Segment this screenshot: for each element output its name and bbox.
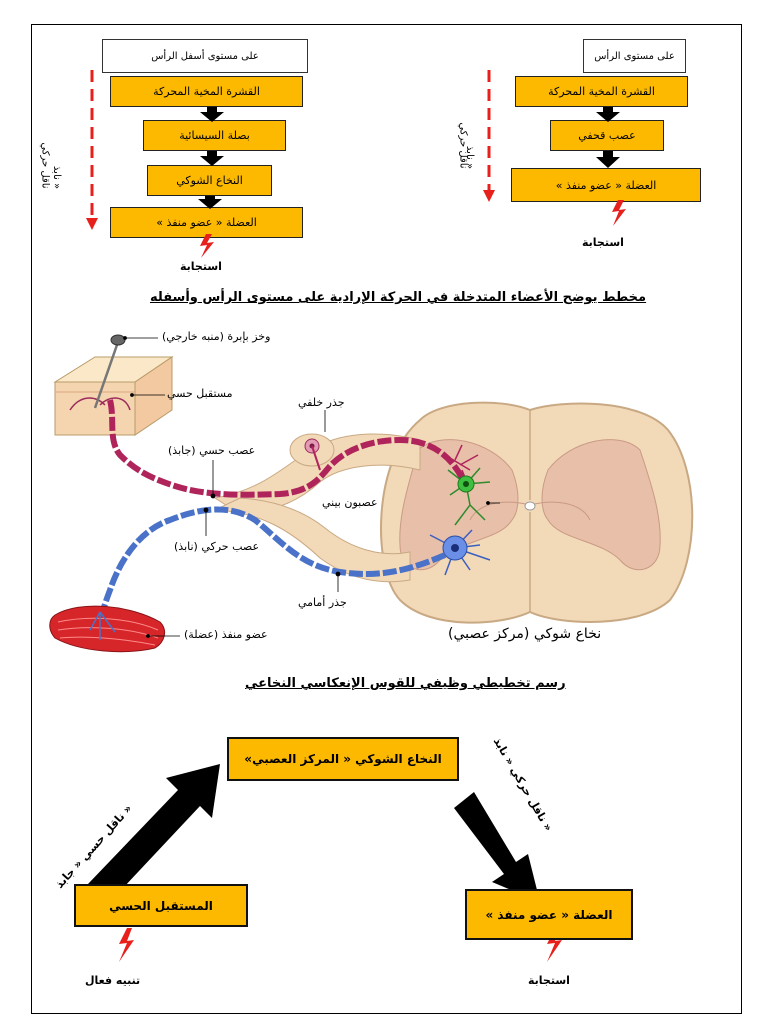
flow-step-spinal-cord: النخاع الشوكي (147, 165, 272, 196)
label-receptor: مستقبل حسي (167, 387, 233, 400)
reflex-effector-box: « العضلة « عضو منفذ (465, 889, 633, 940)
leader-lines (123, 336, 500, 638)
section-title-reflex-arc: رسم تخطيطي وظيفي للقوس الإنعكاسي النخاعي (245, 676, 566, 691)
afferent-arrow (88, 764, 220, 904)
needle-head (110, 334, 126, 346)
reflex-receptor-box: المستقبل الحسي (74, 884, 248, 927)
flow-step-muscle-left: « العضلة « عضو منفذ (110, 207, 303, 238)
reflex-center-box: «النخاع الشوكي « المركز العصبي (227, 737, 459, 781)
sensory-axon (107, 399, 465, 498)
label-motor-nerve: عصب حركي (نابذ) (174, 540, 260, 553)
lightning-icon (612, 200, 626, 226)
section-title-voluntary-movement: مخطط يوضح الأعضاء المتدخلة في الحركة الإ… (150, 290, 647, 305)
flow-step-muscle-right: « العضلة « عضو منفذ (511, 168, 701, 202)
label-sensory-nerve: عصب حسي (جابذ) (168, 444, 256, 457)
label-dorsal-root: جذر خلفي (298, 396, 345, 409)
response-label-right: استجابة (582, 236, 624, 249)
level-label-below-head: على مستوى أسفل الرأس (102, 39, 308, 73)
muscle-illustration (49, 605, 166, 653)
label-spinal-cord: نخاع شوكي (مركز عصبي) (448, 626, 602, 642)
spinal-cord-illustration (213, 401, 694, 624)
motor-axon (97, 506, 447, 631)
response-label-left: استجابة (180, 260, 222, 273)
interneuron (447, 467, 491, 526)
efferent-arrow (454, 792, 540, 902)
label-ventral-root: جذر أمامي (298, 596, 347, 609)
label-needle: وخز بإبرة (منبه خارجي) (162, 330, 271, 343)
reflex-stimulus-label: تنبيه فعال (85, 974, 141, 987)
flow-arrows-right (596, 107, 620, 168)
skin-block (53, 356, 174, 436)
needle-icon (93, 341, 120, 409)
lightning-icon (200, 234, 214, 258)
label-interneuron: عصبون بيني (322, 496, 378, 509)
red-arrowhead-left (86, 218, 98, 230)
level-label-head: على مستوى الرأس (583, 39, 686, 73)
flow-step-medulla: بصلة السيسائية (143, 120, 286, 151)
flow-step-motor-cortex-right: القشرة المخية المحركة (515, 76, 688, 107)
reflex-response-label: استجابة (528, 974, 570, 987)
flow-arrows-left (198, 107, 224, 209)
red-arrowhead-right (483, 190, 495, 202)
lightning-icon (119, 928, 134, 962)
page-frame (31, 24, 742, 1014)
flow-step-motor-cortex-left: القشرة المخية المحركة (110, 76, 303, 107)
label-effector: عضو منفذ (عضلة) (184, 628, 268, 641)
